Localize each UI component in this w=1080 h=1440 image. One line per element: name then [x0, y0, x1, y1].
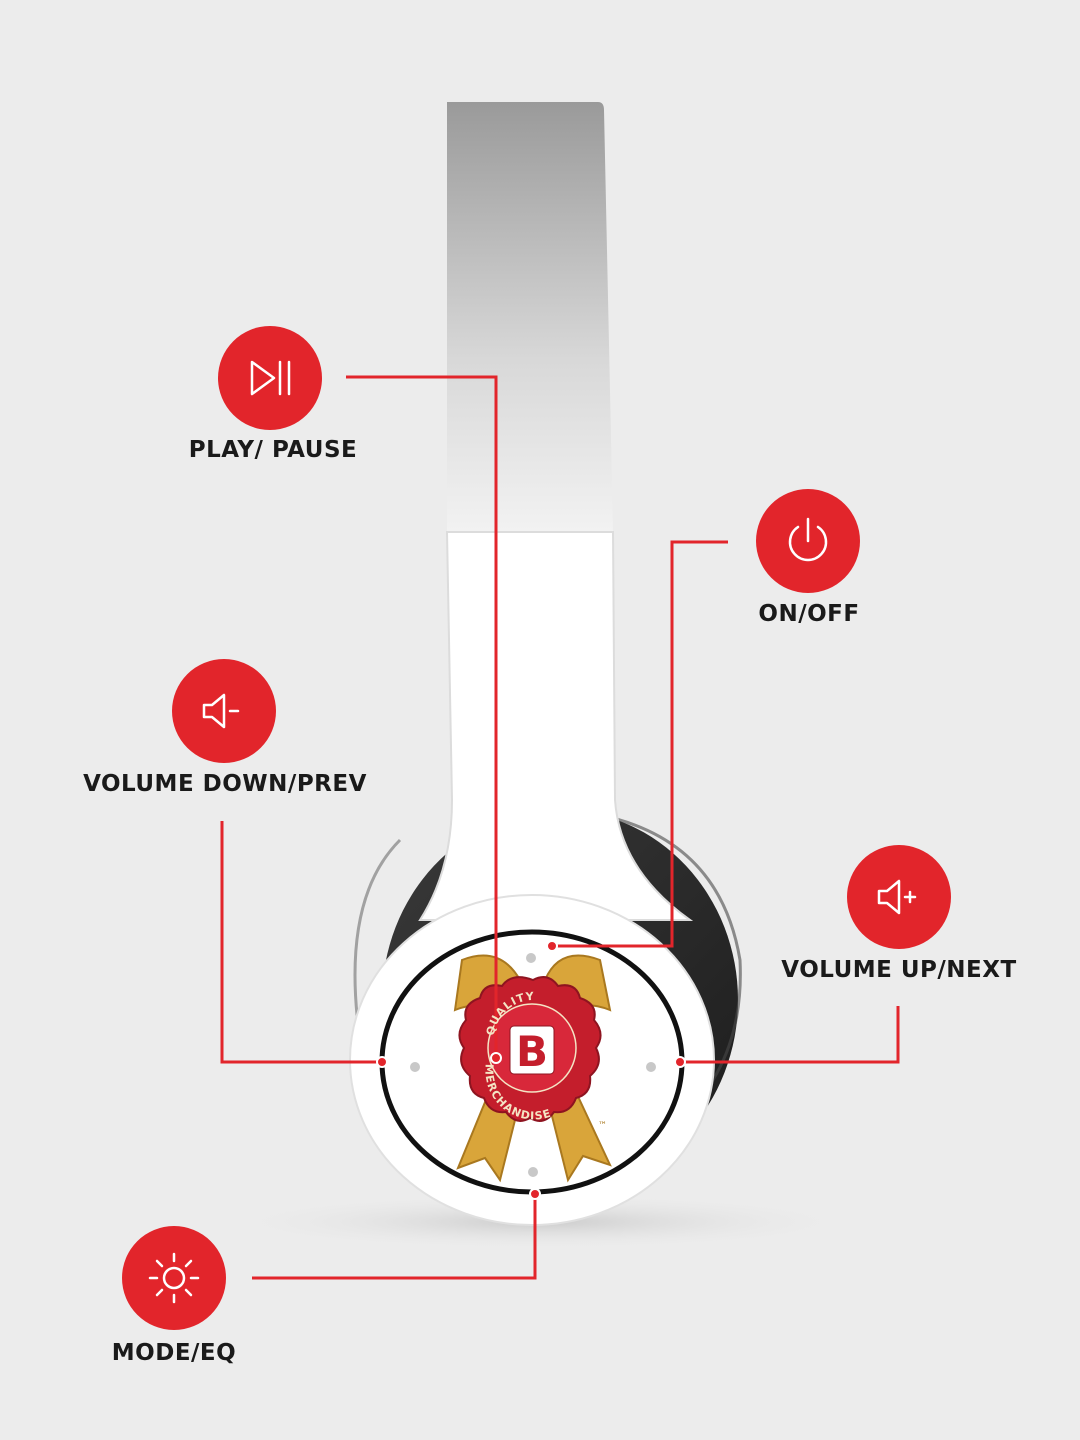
- connector-mode-eq: [252, 1194, 537, 1280]
- volume-down-icon: [202, 693, 240, 729]
- sun-icon: [148, 1252, 200, 1304]
- button-dot-bottom: [528, 1167, 538, 1177]
- button-dot-left: [410, 1062, 420, 1072]
- mode-eq-label: MODE/EQ: [111, 1340, 237, 1366]
- on-off-icon-circle: [756, 489, 860, 593]
- endpoint-play-pause: [490, 1052, 502, 1064]
- on-off-label: ON/OFF: [758, 601, 860, 627]
- endpoint-on-off: [546, 940, 558, 952]
- volume-up-label: VOLUME UP/NEXT: [781, 957, 1017, 983]
- headband-upper: [447, 102, 613, 532]
- play-pause-label: PLAY/ PAUSE: [188, 437, 358, 463]
- mode-eq-icon-circle: [122, 1226, 226, 1330]
- logo-trademark: ™: [598, 1121, 607, 1131]
- connector-volume-up: [680, 1006, 900, 1064]
- volume-down-icon-circle: [172, 659, 276, 763]
- volume-down-label: VOLUME DOWN/PREV: [83, 771, 367, 797]
- logo-letter: B: [516, 1027, 548, 1076]
- endpoint-volume-up: [674, 1056, 686, 1068]
- play-pause-button-icon-circle: [218, 326, 322, 430]
- endpoint-volume-down: [376, 1056, 388, 1068]
- power-icon: [788, 517, 828, 562]
- connector-lines: [220, 375, 900, 1280]
- volume-up-icon: [877, 879, 917, 915]
- connector-volume-down: [220, 821, 382, 1064]
- connector-on-off: [552, 540, 728, 948]
- endpoint-mode-eq: [529, 1188, 541, 1200]
- connector-play-pause: [346, 375, 498, 1058]
- play-pause-icon: [250, 360, 291, 396]
- button-dot-top: [526, 953, 536, 963]
- button-dot-right: [646, 1062, 656, 1072]
- volume-up-icon-circle: [847, 845, 951, 949]
- headband-arm: [418, 531, 694, 921]
